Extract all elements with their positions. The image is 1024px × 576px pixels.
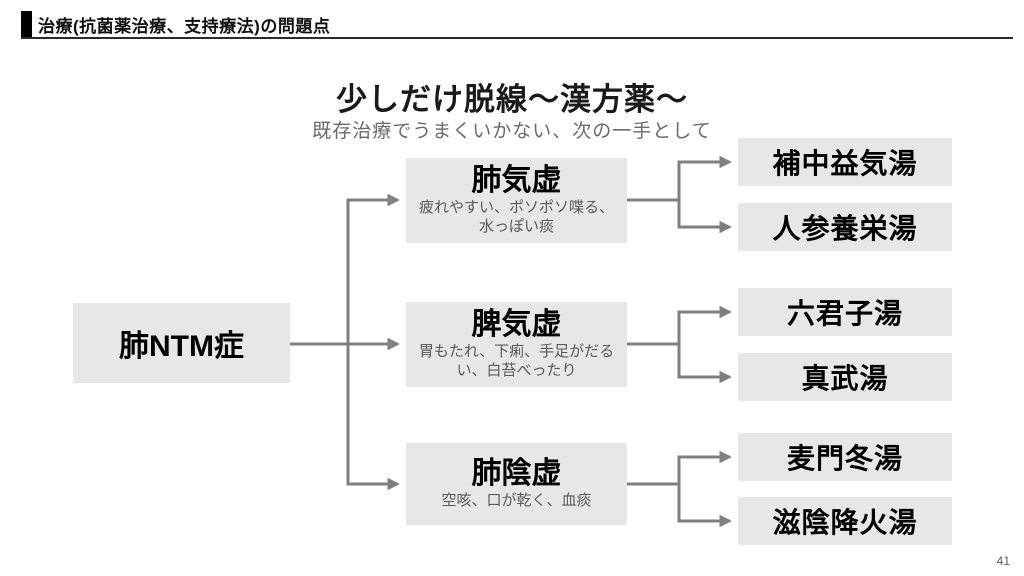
pattern-name: 脾気虚 [471, 308, 562, 342]
remedy-box-shimbuto: 真武湯 [738, 353, 952, 401]
header-divider [21, 37, 1013, 39]
remedy-label: 滋陰降火湯 [772, 507, 918, 538]
remedy-label: 六君子湯 [786, 298, 903, 329]
header-accent-bar [21, 11, 32, 37]
remedy-box-rikkunshito: 六君子湯 [738, 288, 952, 336]
pattern-name: 肺陰虚 [471, 457, 562, 491]
root-branch-lines [290, 193, 400, 491]
remedy-label: 麦門冬湯 [786, 443, 903, 474]
pattern-box-lung-yin-deficiency: 肺陰虚 空咳、口が乾く、血痰 [406, 443, 627, 525]
pattern1-branch-lines [627, 155, 732, 234]
remedy-box-jiinkokato: 滋陰降火湯 [738, 497, 952, 545]
pattern-symptoms: 疲れやすい、ポソポソ喋る、 水っぽい痰 [418, 199, 614, 235]
remedy-label: 補中益気湯 [772, 148, 918, 179]
page-number: 41 [996, 554, 1010, 568]
remedy-box-bakumondoto: 麦門冬湯 [738, 433, 952, 481]
pattern-symptoms: 胃もたれ、下痢、手足がだる い、白苔べったり [418, 343, 615, 379]
remedy-box-hochuekkito: 補中益気湯 [738, 138, 952, 186]
pattern-box-lung-qi-deficiency: 肺気虚 疲れやすい、ポソポソ喋る、 水っぽい痰 [406, 158, 627, 243]
remedy-label: 真武湯 [801, 363, 889, 394]
pattern3-branch-lines [627, 450, 732, 528]
slide-title: 少しだけ脱線〜漢方薬〜 [336, 82, 688, 117]
root-box-label: 肺NTM症 [119, 330, 244, 363]
root-box-pulmonary-ntm: 肺NTM症 [73, 303, 290, 383]
slide-subtitle: 既存治療でうまくいかない、次の一手として [312, 121, 712, 142]
pattern-box-spleen-qi-deficiency: 脾気虚 胃もたれ、下痢、手足がだる い、白苔べったり [406, 302, 627, 387]
header-title: 治療(抗菌薬治療、支持療法)の問題点 [38, 17, 331, 36]
remedy-box-ninjinyoeito: 人参養栄湯 [738, 203, 952, 251]
pattern-name: 肺気虚 [471, 164, 562, 198]
remedy-label: 人参養栄湯 [772, 213, 918, 244]
pattern2-branch-lines [627, 305, 732, 384]
pattern-symptoms: 空咳、口が乾く、血痰 [441, 492, 592, 510]
